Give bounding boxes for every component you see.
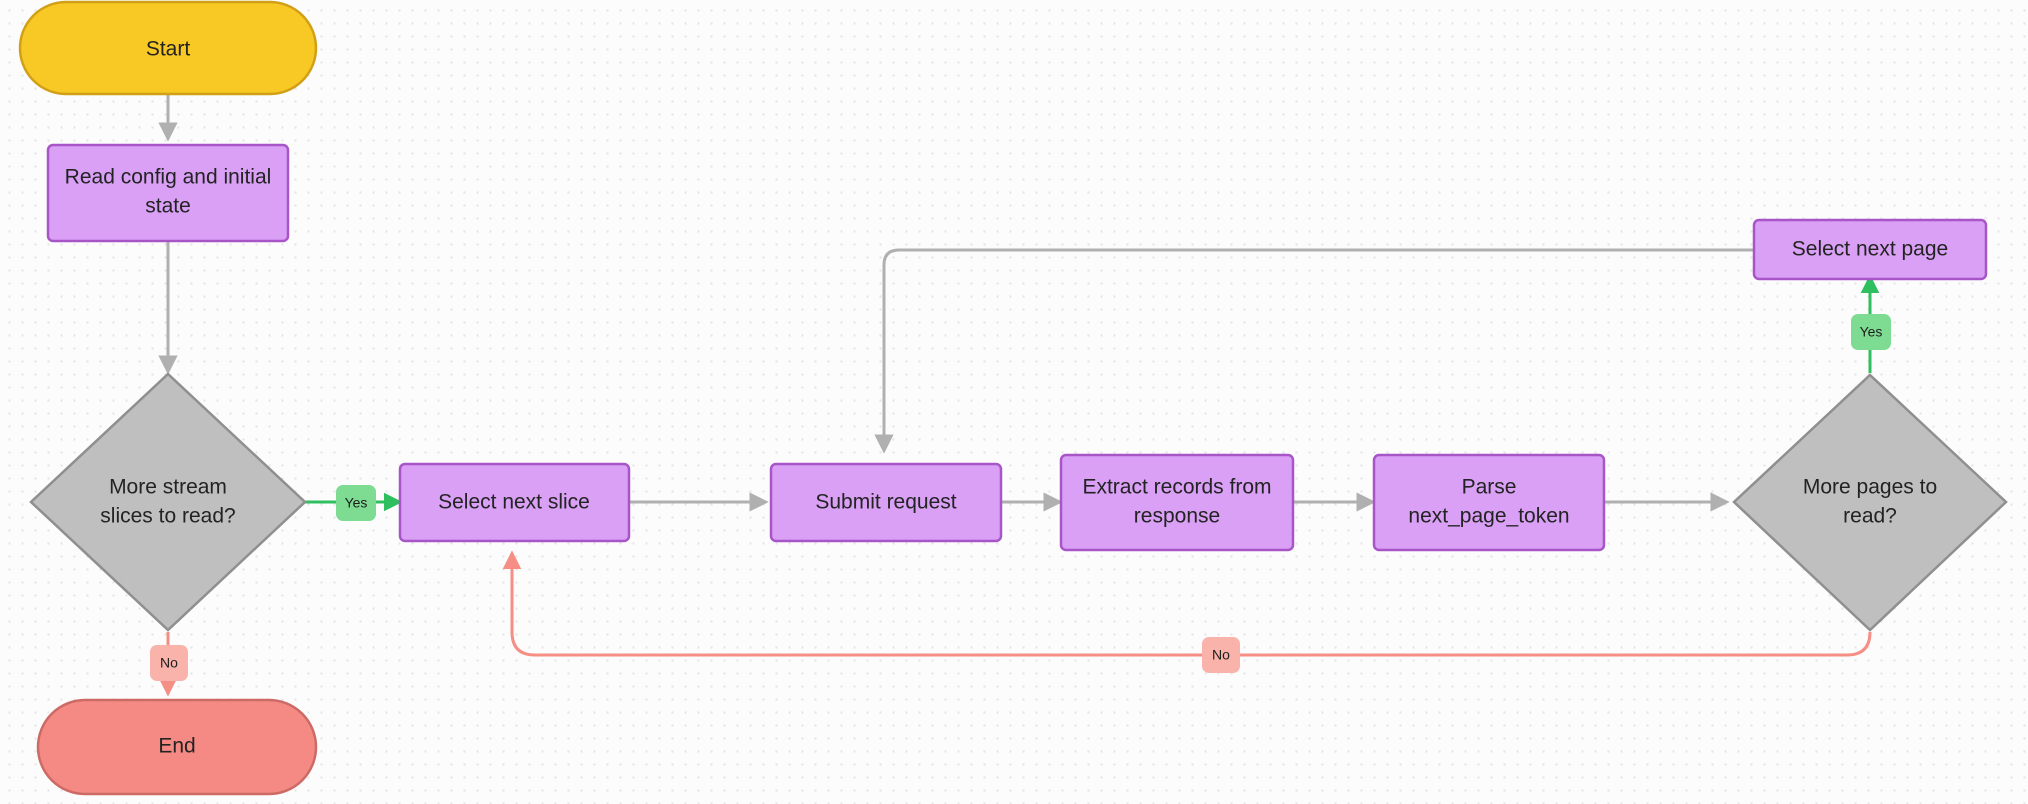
node-select-slice-label: Select next slice xyxy=(438,491,590,514)
node-parse-token-shape xyxy=(1372,453,1606,552)
node-submit-shape xyxy=(769,462,1003,543)
edge-label-more-pages-no: No xyxy=(1202,637,1240,673)
node-end-shape xyxy=(36,698,318,796)
node-read-config-label-line2: state xyxy=(145,195,191,218)
node-read-config[interactable]: Read config and initial state xyxy=(46,143,290,243)
node-more-slices-label-line1: More stream xyxy=(109,476,227,499)
node-extract[interactable]: Extract records from response xyxy=(1059,453,1295,552)
node-more-pages-label-line1: More pages to xyxy=(1803,476,1937,499)
edge-label-layer: Yes No Yes No xyxy=(150,314,1891,681)
node-more-slices-shape xyxy=(29,372,307,632)
node-parse-token[interactable]: Parse next_page_token xyxy=(1372,453,1606,552)
edge-label-more-pages-yes: Yes xyxy=(1851,314,1891,350)
node-more-pages[interactable]: More pages to read? xyxy=(1732,373,2008,632)
edge-select-page-to-submit xyxy=(874,248,1753,454)
node-extract-label-line1: Extract records from xyxy=(1082,476,1271,499)
edge-label-more-slices-no: No xyxy=(150,645,188,681)
node-end[interactable]: End xyxy=(36,698,318,796)
node-more-slices-label-line2: slices to read? xyxy=(100,505,235,528)
node-more-slices[interactable]: More stream slices to read? xyxy=(29,372,307,632)
node-end-label: End xyxy=(158,735,195,758)
node-select-page[interactable]: Select next page xyxy=(1752,218,1988,281)
badge-no-pages-label: No xyxy=(1212,647,1230,663)
node-submit-label: Submit request xyxy=(815,491,956,514)
node-select-page-shape xyxy=(1752,218,1988,281)
node-more-pages-label-line2: read? xyxy=(1843,505,1897,528)
node-extract-shape xyxy=(1059,453,1295,552)
node-layer: Start Read config and initial state More… xyxy=(18,0,2008,796)
badge-no-slices-bg xyxy=(150,645,188,681)
node-read-config-label-line1: Read config and initial xyxy=(65,166,272,189)
node-more-pages-shape xyxy=(1732,373,2008,632)
node-start[interactable]: Start xyxy=(18,0,318,96)
badge-yes-slices-bg xyxy=(336,485,376,521)
node-read-config-shape xyxy=(46,143,290,243)
node-start-label: Start xyxy=(146,38,191,61)
badge-yes-slices-label: Yes xyxy=(345,495,368,511)
badge-yes-pages-label: Yes xyxy=(1860,324,1883,340)
node-extract-label-line2: response xyxy=(1134,505,1220,528)
badge-yes-pages-bg xyxy=(1851,314,1891,350)
node-start-shape xyxy=(18,0,318,96)
node-submit[interactable]: Submit request xyxy=(769,462,1003,543)
node-select-slice-shape xyxy=(398,462,631,543)
node-parse-token-label-line1: Parse xyxy=(1462,476,1517,499)
edge-layer: Select next slice --> End --> Select nex… xyxy=(158,95,1880,697)
node-select-page-label: Select next page xyxy=(1792,238,1948,261)
node-select-slice[interactable]: Select next slice xyxy=(398,462,631,543)
badge-no-pages-bg xyxy=(1202,637,1240,673)
edge-label-more-slices-yes: Yes xyxy=(336,485,376,521)
badge-no-slices-label: No xyxy=(160,655,178,671)
edge-more-pages-no xyxy=(502,550,1872,657)
node-parse-token-label-line2: next_page_token xyxy=(1408,505,1569,528)
